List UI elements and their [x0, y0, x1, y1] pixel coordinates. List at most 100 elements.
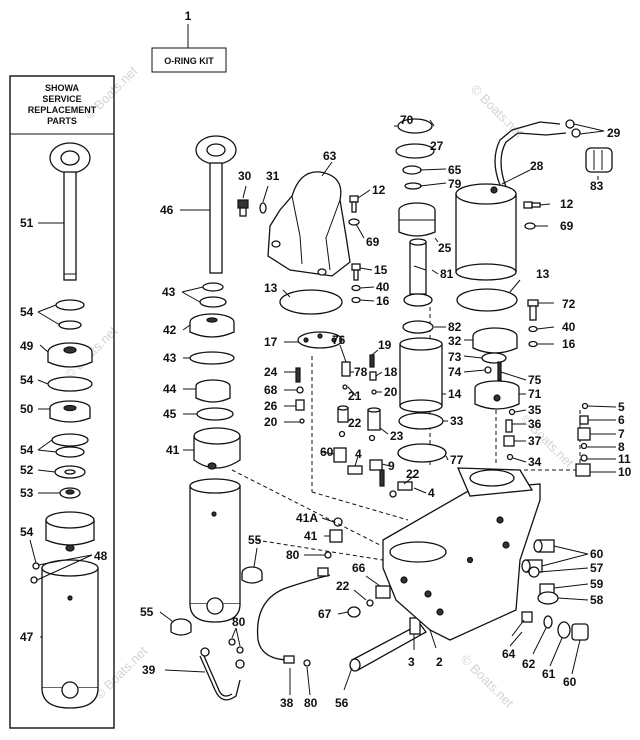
o-ring-54	[55, 446, 85, 458]
check-valve-4	[389, 475, 427, 498]
callout: 31	[266, 169, 280, 183]
callout: 21	[348, 389, 362, 403]
o-ring-33	[398, 412, 444, 430]
callout: 33	[450, 414, 464, 428]
callout: 16	[562, 337, 576, 351]
cap-42	[189, 313, 235, 338]
callout: 46	[160, 203, 174, 217]
callout: 55	[248, 533, 262, 547]
callout: 22	[406, 467, 420, 481]
callout: 81	[440, 267, 454, 281]
pin-74	[463, 366, 492, 374]
o-ring-13	[456, 288, 518, 312]
callout: 60	[563, 675, 577, 689]
callout: 30	[238, 169, 252, 183]
callout: 83	[590, 179, 604, 193]
callout: 41	[304, 529, 318, 543]
washer-31	[259, 202, 267, 214]
spring-36	[505, 419, 513, 433]
o-ring-80	[303, 659, 311, 667]
fitting-41	[324, 529, 343, 543]
o-ring-62	[543, 615, 553, 629]
callout: 14	[448, 387, 462, 401]
callout: 49	[20, 339, 34, 353]
callout: 5	[618, 400, 625, 414]
screw-3	[409, 617, 421, 650]
callout: 3	[408, 655, 415, 669]
screw-12	[523, 201, 551, 209]
cap-25	[398, 202, 436, 237]
service-title-line: REPLACEMENT	[28, 105, 97, 115]
ball-68	[296, 386, 304, 394]
callout: 29	[607, 126, 621, 140]
callout: 12	[560, 197, 574, 211]
o-ring-27	[395, 143, 435, 159]
plug-37	[503, 435, 515, 447]
nut-53	[59, 487, 81, 499]
callout: 82	[448, 320, 462, 334]
pump-32	[464, 327, 518, 354]
service-title-line: PARTS	[47, 116, 77, 126]
callout: 70	[400, 113, 414, 127]
plug-55	[170, 618, 192, 636]
motor-lead-wires-29	[511, 119, 605, 138]
reservoir-14	[399, 337, 443, 413]
shaft-75	[497, 361, 527, 381]
plug-67	[347, 606, 361, 618]
callout: 22	[348, 416, 362, 430]
callout: 65	[448, 163, 462, 177]
ball-35	[508, 408, 516, 416]
o-ring-13	[279, 289, 343, 315]
callout: 18	[384, 365, 398, 379]
hydraulic-line-39	[164, 647, 245, 701]
callout: 69	[560, 219, 574, 233]
piston-44	[195, 379, 231, 403]
o-ring-79	[404, 182, 422, 190]
callout: 63	[323, 149, 337, 163]
callout: 7	[618, 427, 625, 441]
callout-1: 1	[185, 9, 192, 23]
valve-23	[367, 407, 381, 431]
callout: 23	[390, 429, 404, 443]
callout: 80	[286, 548, 300, 562]
callout: 15	[374, 263, 388, 277]
fitting-66	[365, 575, 391, 599]
service-box-frame	[9, 75, 115, 729]
callout: 42	[163, 323, 177, 337]
callout: 16	[376, 294, 390, 308]
callout: 76	[332, 333, 346, 347]
o-ring-54	[58, 320, 82, 330]
hydraulic-line-38	[256, 567, 331, 695]
washer-69	[348, 218, 360, 226]
showa-service-box: SHOWA SERVICE REPLACEMENT PARTS	[9, 75, 115, 729]
o-ring-22	[368, 434, 376, 442]
fitting-58	[537, 591, 589, 605]
pin-19	[369, 354, 375, 368]
spring-26	[295, 399, 305, 411]
ball-20	[371, 389, 377, 395]
callout: 8	[618, 440, 625, 454]
callout: 80	[304, 696, 318, 710]
callout: 68	[264, 383, 278, 397]
cap-49	[47, 342, 93, 368]
connector-83	[585, 147, 613, 180]
callout: 77	[450, 453, 464, 467]
callout: 37	[528, 434, 542, 448]
gear-73	[463, 352, 507, 364]
o-ring-8	[580, 442, 588, 450]
callout: 44	[163, 382, 177, 396]
o-ring-43	[202, 282, 224, 292]
valve-22	[337, 405, 349, 423]
callout: 61	[542, 667, 556, 681]
trim-cylinder-41	[189, 427, 241, 623]
callout: 19	[378, 338, 392, 352]
spring-6	[579, 415, 589, 425]
trim-cylinder-47	[41, 511, 99, 709]
reservoir-cover-63	[267, 161, 351, 277]
screw-12	[349, 189, 371, 213]
callout: 35	[528, 403, 542, 417]
pump-body-71	[474, 380, 526, 410]
callout: 54	[20, 305, 34, 319]
trim-pump-body-2	[382, 467, 541, 649]
